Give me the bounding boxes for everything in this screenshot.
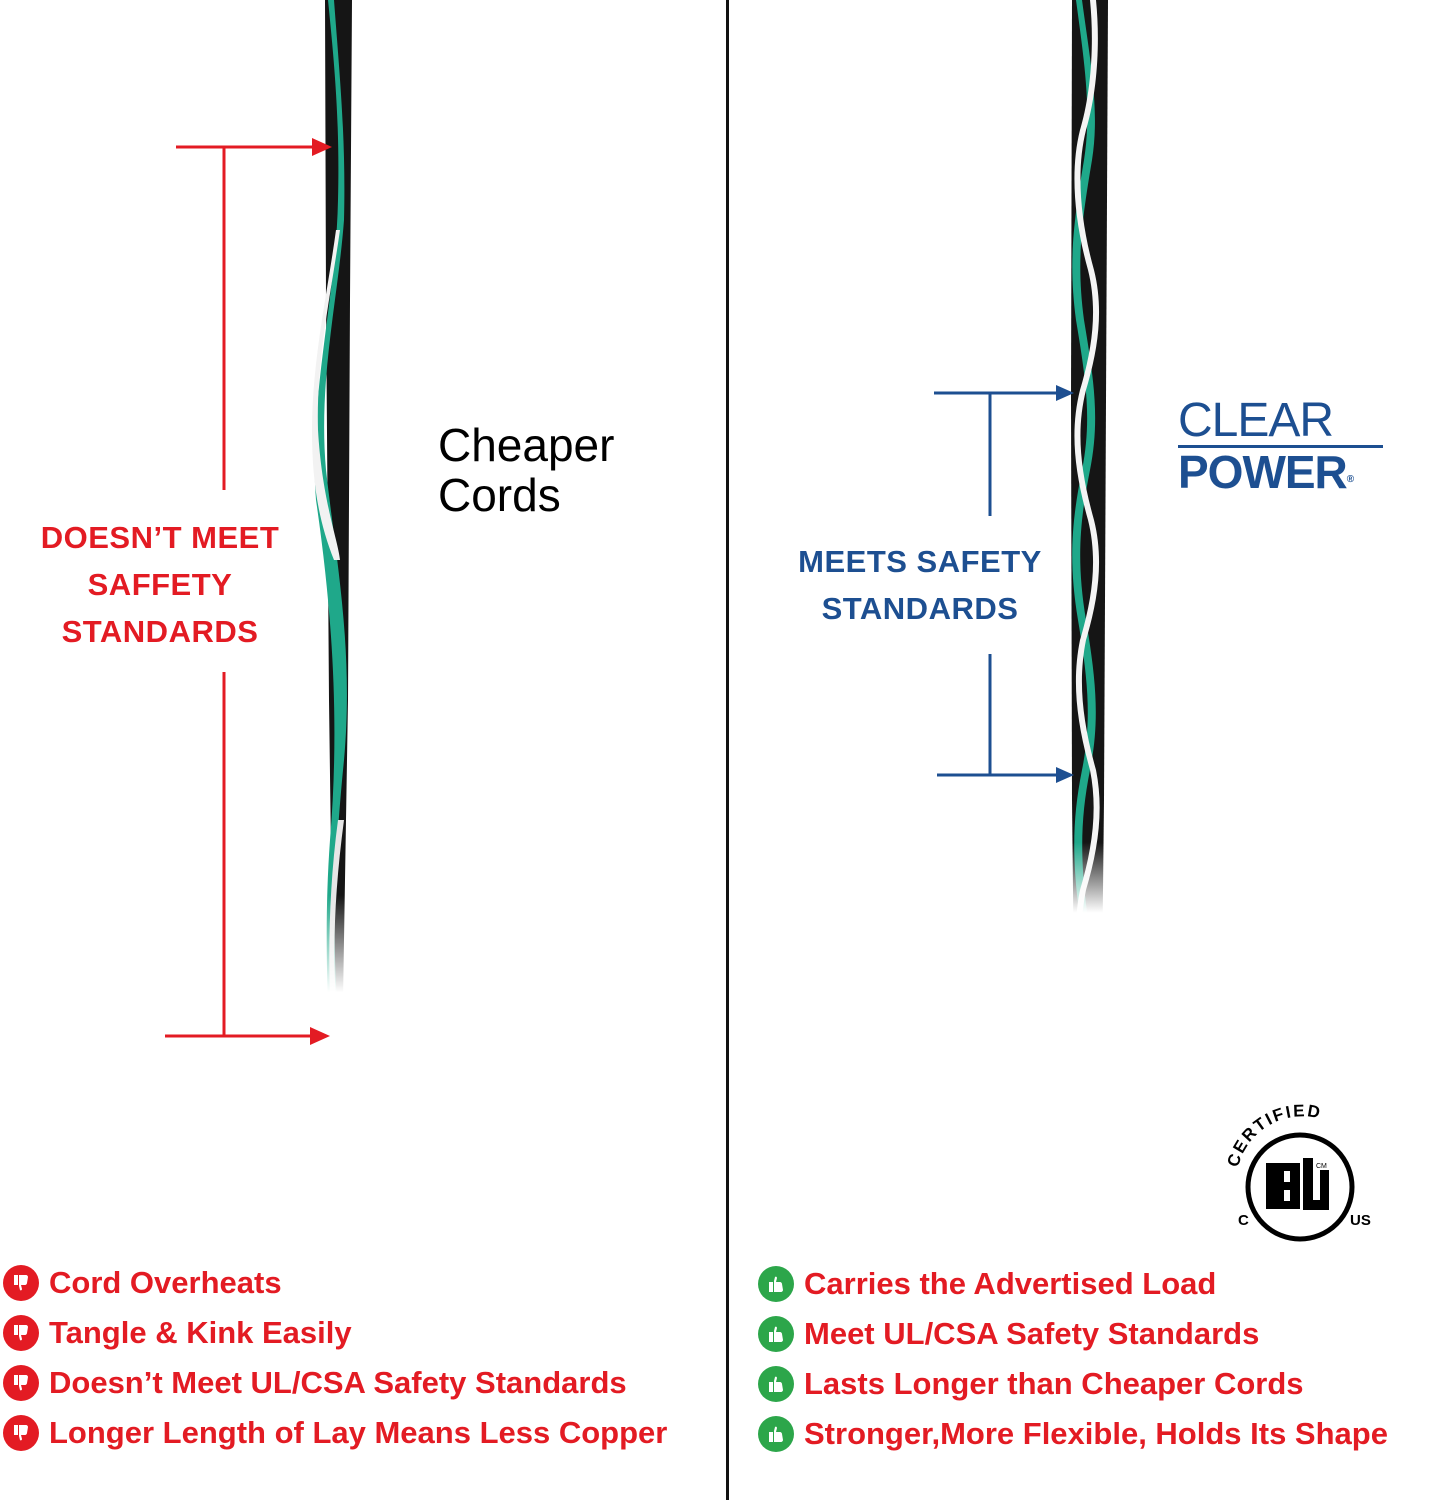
list-item: Lasts Longer than Cheaper Cords bbox=[758, 1359, 1388, 1409]
registered-mark: ® bbox=[1346, 474, 1354, 485]
thumbs-up-icon bbox=[758, 1366, 794, 1402]
thumbs-down-icon bbox=[3, 1365, 39, 1401]
label-line: DOESN’T MEET bbox=[40, 520, 280, 555]
arrowhead-bottom-blue bbox=[1056, 767, 1074, 783]
meets-safety-label: MEETS SAFETY STANDARDS bbox=[775, 538, 1065, 632]
label-line: STANDARDS bbox=[821, 591, 1019, 626]
list-item: Tangle & Kink Easily bbox=[3, 1308, 667, 1358]
thumbs-up-icon bbox=[758, 1416, 794, 1452]
measure-arrows-blue bbox=[934, 391, 1060, 777]
list-item: Meet UL/CSA Safety Standards bbox=[758, 1309, 1388, 1359]
badge-right-text: US bbox=[1350, 1212, 1371, 1229]
cons-list: Cord Overheats Tangle & Kink Easily Does… bbox=[3, 1258, 667, 1458]
clear-power-logo: CLEAR POWER® bbox=[1178, 394, 1390, 495]
logo-bottom-word: POWER bbox=[1178, 446, 1348, 498]
logo-rule bbox=[1178, 445, 1383, 448]
list-item: Stronger,More Flexible, Holds Its Shape bbox=[758, 1409, 1388, 1459]
thumbs-up-icon bbox=[758, 1266, 794, 1302]
list-item-text: Cord Overheats bbox=[49, 1265, 282, 1300]
clear-power-cord bbox=[1050, 0, 1130, 1170]
logo-bottom-text: POWER® bbox=[1178, 449, 1390, 495]
measure-arrows-red bbox=[165, 145, 320, 1038]
thumbs-down-icon bbox=[3, 1315, 39, 1351]
arrowhead-top-blue bbox=[1056, 385, 1074, 401]
arrowhead-top-red bbox=[312, 138, 332, 156]
list-item: Cord Overheats bbox=[3, 1258, 667, 1308]
list-item-text: Meet UL/CSA Safety Standards bbox=[804, 1316, 1260, 1351]
badge-left-text: C bbox=[1238, 1212, 1249, 1229]
thumbs-down-icon bbox=[3, 1415, 39, 1451]
cheaper-cords-title: Cheaper Cords bbox=[438, 419, 615, 521]
logo-top-text: CLEAR bbox=[1178, 394, 1334, 447]
badge-small-text: CM bbox=[1316, 1163, 1327, 1170]
doesnt-meet-label: DOESN’T MEET SAFFETY STANDARDS bbox=[15, 514, 305, 655]
list-item-text: Tangle & Kink Easily bbox=[49, 1315, 352, 1350]
list-item: Carries the Advertised Load bbox=[758, 1259, 1388, 1309]
list-item-text: Lasts Longer than Cheaper Cords bbox=[804, 1366, 1304, 1401]
arrowhead-bottom-red bbox=[310, 1027, 330, 1045]
list-item-text: Doesn’t Meet UL/CSA Safety Standards bbox=[49, 1365, 627, 1400]
thumbs-up-icon bbox=[758, 1316, 794, 1352]
cheaper-cord bbox=[300, 0, 380, 1210]
etl-certified-badge: CERTIFIED CM C US bbox=[1223, 1101, 1371, 1242]
label-line: SAFFETY bbox=[87, 567, 233, 602]
list-item-text: Stronger,More Flexible, Holds Its Shape bbox=[804, 1416, 1388, 1451]
label-line: MEETS SAFETY bbox=[798, 544, 1042, 579]
list-item: Longer Length of Lay Means Less Copper bbox=[3, 1408, 667, 1458]
pros-list: Carries the Advertised Load Meet UL/CSA … bbox=[758, 1259, 1388, 1459]
center-divider bbox=[726, 0, 729, 1500]
label-line: STANDARDS bbox=[61, 614, 259, 649]
list-item-text: Carries the Advertised Load bbox=[804, 1266, 1217, 1301]
list-item-text: Longer Length of Lay Means Less Copper bbox=[49, 1415, 668, 1450]
thumbs-down-icon bbox=[3, 1265, 39, 1301]
list-item: Doesn’t Meet UL/CSA Safety Standards bbox=[3, 1358, 667, 1408]
